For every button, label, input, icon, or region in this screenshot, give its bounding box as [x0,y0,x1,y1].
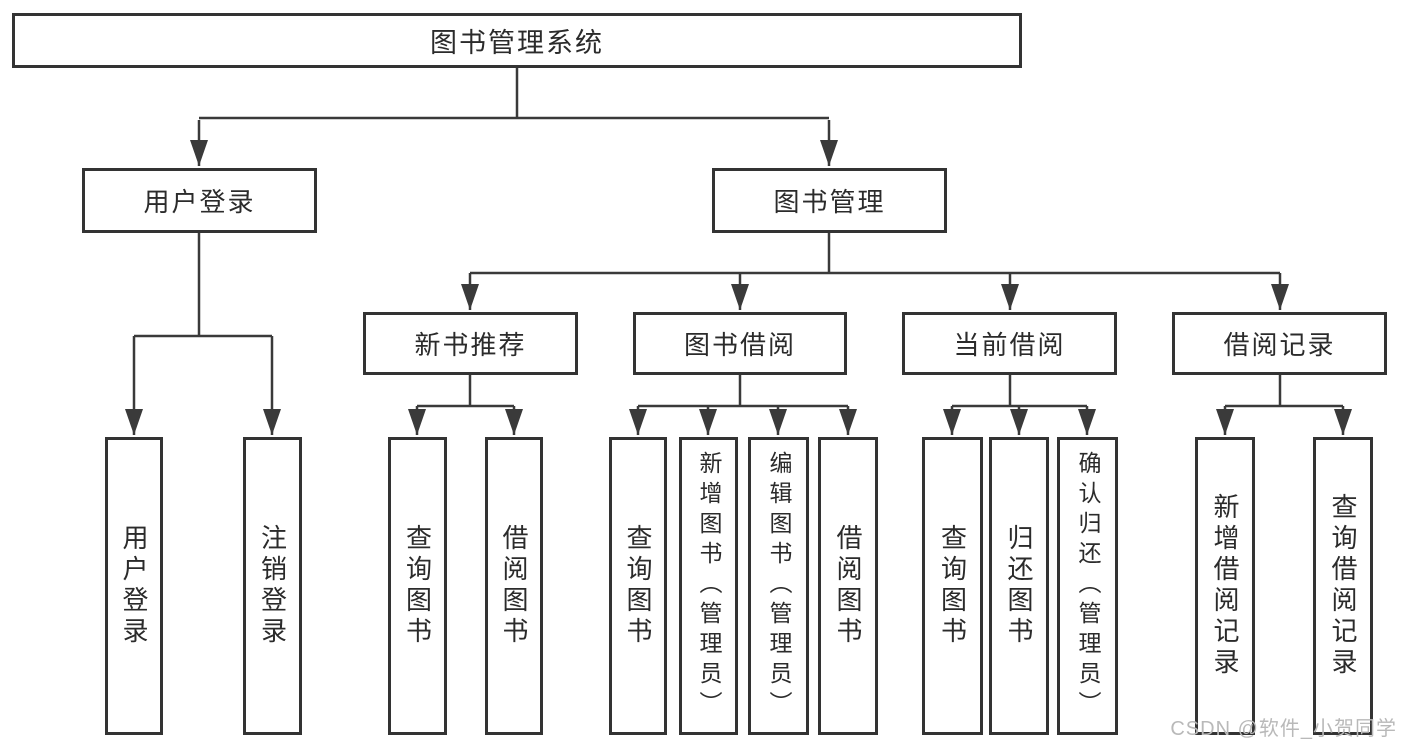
leaf-label: 借阅图书 [833,524,863,648]
leaf-label: 确认归还（管理员） [1075,451,1101,721]
node-label: 图书管理系统 [430,28,604,58]
leaf-label: 查询图书 [937,524,968,648]
node-borrow-records: 借阅记录 [1172,312,1387,375]
leaf-current-confirm-return-admin: 确认归还（管理员） [1057,437,1118,735]
leaf-recommend-query-books: 查询图书 [388,437,447,735]
leaf-records-query-borrow-record: 查询借阅记录 [1313,437,1373,735]
leaf-label: 编辑图书（管理员） [766,451,792,721]
leaf-label: 查询借阅记录 [1328,493,1358,679]
node-book-borrowing: 图书借阅 [633,312,847,375]
leaf-borrowing-add-books-admin: 新增图书（管理员） [679,437,738,735]
leaf-label: 查询图书 [623,524,653,648]
leaf-recommend-borrow-books: 借阅图书 [485,437,543,735]
node-label: 图书管理 [773,187,886,217]
leaf-borrowing-borrow-books: 借阅图书 [818,437,878,735]
node-label: 新书推荐 [414,330,527,360]
leaf-logout: 注销登录 [243,437,302,735]
leaf-label: 用户登录 [119,524,149,648]
node-current-borrowing: 当前借阅 [902,312,1117,375]
node-library-management-system: 图书管理系统 [12,13,1022,68]
node-label: 用户登录 [143,187,256,217]
node-label: 当前借阅 [953,330,1066,360]
leaf-label: 归还图书 [1004,524,1034,648]
node-user-login: 用户登录 [82,168,317,233]
leaf-label: 新增图书（管理员） [696,451,722,721]
leaf-label: 借阅图书 [499,524,529,648]
leaf-current-query-books: 查询图书 [922,437,983,735]
node-label: 图书借阅 [683,330,796,360]
node-book-management: 图书管理 [712,168,947,233]
leaf-label: 注销登录 [257,524,288,648]
leaf-borrowing-query-books: 查询图书 [609,437,667,735]
leaf-records-add-borrow-record: 新增借阅记录 [1195,437,1255,735]
node-label: 借阅记录 [1223,330,1336,360]
leaf-current-return-books: 归还图书 [989,437,1049,735]
leaf-label: 新增借阅记录 [1210,493,1240,679]
csdn-watermark: CSDN @软件_小贺同学 [1170,718,1397,740]
leaf-label: 查询图书 [402,524,433,648]
leaf-borrowing-edit-books-admin: 编辑图书（管理员） [748,437,809,735]
node-new-book-recommend: 新书推荐 [363,312,578,375]
leaf-user-login: 用户登录 [105,437,163,735]
